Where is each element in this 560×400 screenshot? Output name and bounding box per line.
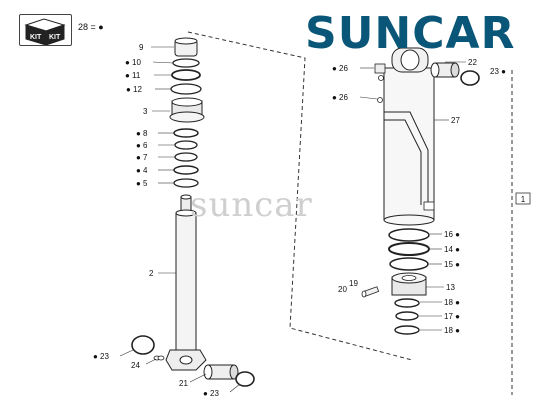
- brand-watermark: suncar: [190, 185, 313, 225]
- callout-18-bottom: 18 ●: [444, 326, 460, 335]
- part-26-fitting-top: [374, 63, 386, 81]
- kit-icon: KIT KIT: [19, 14, 72, 46]
- callout-24: 24: [131, 361, 140, 370]
- part-14-ring: [388, 242, 430, 256]
- kit-label-left: KIT: [30, 34, 42, 41]
- frame-label-box: [515, 192, 531, 205]
- part-18-seal-top: [394, 298, 420, 308]
- callout-12: ● 12: [126, 85, 143, 94]
- kit-box-graphic: KIT KIT: [24, 18, 66, 46]
- part-13-piston: [391, 272, 427, 296]
- callout-26-top: ● 26: [332, 64, 349, 73]
- callout-9: 9: [139, 43, 144, 52]
- callout-20: 20: [338, 285, 347, 294]
- part-11-ring: [171, 69, 201, 81]
- part-6-seal: [174, 140, 198, 150]
- callout-18-top: 18 ●: [444, 298, 460, 307]
- part-23-ring-right: [235, 371, 255, 387]
- kit-label-right: KIT: [49, 34, 61, 41]
- callout-23-left: ● 23: [93, 352, 110, 361]
- part-22-bushing: [430, 62, 460, 78]
- callout-8: ● 8: [136, 129, 148, 138]
- callout-26-bottom: ● 26: [332, 93, 349, 102]
- part-17-seal: [395, 311, 419, 321]
- leader-lines: [119, 46, 466, 393]
- part-12-ring: [170, 83, 202, 95]
- part-2-piston-rod: [165, 194, 207, 371]
- callout-23-bottom: ● 23: [203, 389, 220, 398]
- callout-14: 14 ●: [444, 245, 460, 254]
- part-9-cap: [174, 37, 198, 57]
- brand-logo: SUNCAR: [305, 8, 516, 59]
- callout-5: ● 5: [136, 179, 148, 188]
- part-16-ring: [388, 228, 430, 242]
- callout-22: 22: [468, 58, 477, 67]
- callout-11: ● 11: [125, 71, 141, 80]
- callout-10: ● 10: [125, 58, 142, 67]
- callout-27: 27: [451, 116, 460, 125]
- part-19-20-set-screw: [361, 286, 380, 298]
- part-23-ring-upper: [460, 70, 480, 86]
- callout-labels: 9 ● 10 ● 11 ● 12 3 ● 8 ● 6 ● 7 ● 4 ● 5 2…: [93, 43, 506, 398]
- part-26-fitting-bottom: [377, 97, 383, 103]
- callout-15: 15 ●: [444, 260, 460, 269]
- kit-count-label: 28 = ●: [78, 22, 104, 32]
- dashed-frame: [187, 31, 513, 395]
- part-27-cylinder-barrel: [383, 47, 435, 226]
- callout-4: ● 4: [136, 166, 148, 175]
- part-8-seal: [173, 128, 199, 138]
- callout-3: 3: [143, 107, 148, 116]
- part-4-seal: [173, 165, 199, 175]
- frame-label: 1: [521, 195, 526, 204]
- callout-13: 13: [446, 283, 455, 292]
- part-3-gland: [169, 97, 205, 123]
- part-21-bushing: [203, 364, 239, 380]
- callout-6: ● 6: [136, 141, 148, 150]
- callout-7: ● 7: [136, 153, 148, 162]
- part-18-seal-bottom: [394, 325, 420, 335]
- callout-17: 17 ●: [444, 312, 460, 321]
- callout-21: 21: [179, 379, 188, 388]
- part-10-ring: [172, 58, 200, 68]
- callout-2: 2: [149, 269, 154, 278]
- callout-23-right: 23 ●: [490, 67, 506, 76]
- part-23-ring-left: [131, 335, 155, 355]
- callout-16: 16 ●: [444, 230, 460, 239]
- part-7-seal: [174, 152, 198, 162]
- callout-19: 19: [349, 279, 358, 288]
- part-15-ring: [389, 257, 429, 271]
